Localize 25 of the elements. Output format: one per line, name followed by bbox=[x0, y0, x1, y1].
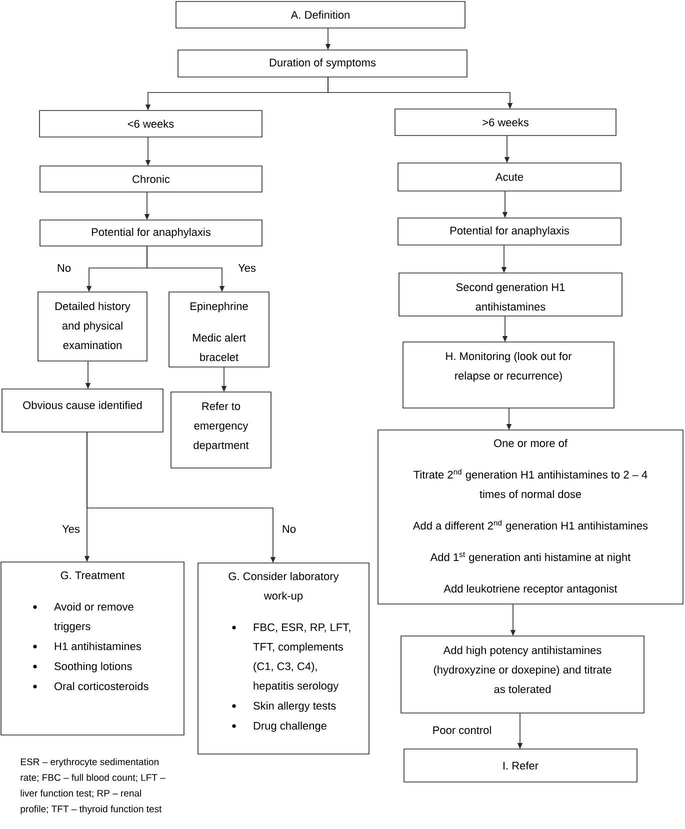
edge-label: No bbox=[280, 524, 298, 534]
edge-label: Yes bbox=[237, 263, 257, 273]
process-box: Chronic bbox=[40, 166, 262, 192]
process-box: Obvious cause identified bbox=[2, 388, 164, 432]
process-box: >6 weeks bbox=[394, 108, 616, 136]
process-box: G. Consider laboratory work-up FBC, ESR, RP, LFT, TFT, complements (C1, C3, C4), hepatitis serology Skin allergy tests Drug challenge bbox=[198, 562, 370, 754]
process-box: Potential for anaphylaxis bbox=[398, 218, 622, 246]
process-box: Refer to emergency department bbox=[170, 392, 272, 468]
process-box: One or more of Titrate 2$^{nd}$ generation H1 antihistamines to 2 – 4 times of normal dose Add a different 2$^{nd}$ generation H1 antihistamines Add 1$^{st}$ generation anti histamine at night Add leukotriene receptor antagonist bbox=[378, 430, 684, 604]
process-box: <6 weeks bbox=[39, 110, 262, 138]
edge-label: Yes bbox=[61, 524, 81, 534]
process-box: A. Definition bbox=[176, 1, 466, 28]
process-box: Second generation H1 antihistamines bbox=[398, 272, 622, 316]
process-box: Potential for anaphylaxis bbox=[40, 220, 262, 246]
process-box: Duration of symptoms bbox=[178, 50, 468, 78]
process-box: Epinephrine Medic alert bracelet bbox=[168, 292, 270, 368]
edge-label: No bbox=[56, 263, 72, 273]
process-box: Detailed history and physical examination bbox=[38, 292, 148, 362]
process-box: G. Treatment Avoid or remove triggers H1 antihistamines Soothing lotions Oral corticosteroids bbox=[0, 562, 184, 736]
process-box: I. Refer bbox=[404, 748, 638, 782]
process-box: H. Monitoring (look out for relapse or recurrence) bbox=[402, 342, 614, 408]
footnote-text: ESR – erythrocyte sedimentation rate; FBC – full blood count; LFT – liver function test; RP – renal profile; TFT – thyroid function test bbox=[20, 758, 166, 814]
process-box: Acute bbox=[398, 162, 622, 192]
process-box: Add high potency antihistamines (hydroxyzine or doxepine) and titrate as tolerated bbox=[400, 636, 644, 714]
edge-label: Poor control bbox=[431, 724, 493, 736]
